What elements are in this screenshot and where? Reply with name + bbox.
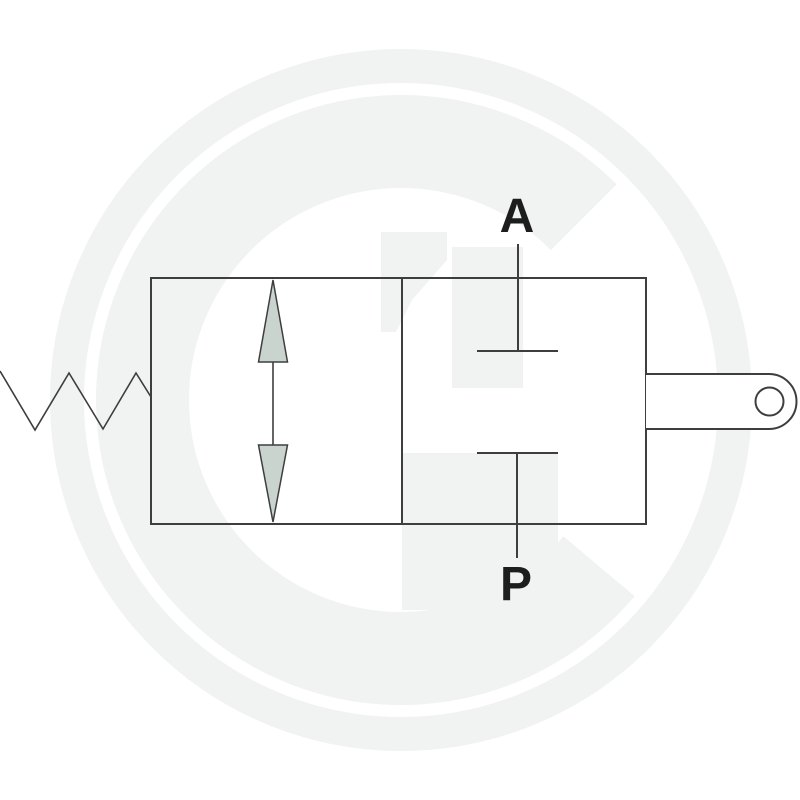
arrow-down-head-icon (257, 444, 289, 523)
port-p-label: P (500, 558, 532, 611)
actuator (646, 373, 798, 430)
port-a-label: A (500, 190, 535, 243)
actuator-rod (646, 373, 798, 430)
arrow-up-head-icon (257, 279, 289, 363)
watermark-g-lower-bar-icon (402, 453, 558, 610)
watermark-g-upper-bar-icon (452, 247, 523, 388)
watermark-g-arc-icon (96, 95, 635, 705)
flow-arrow (257, 279, 289, 523)
watermark-g-notch-icon (381, 232, 447, 332)
spring-return-icon (0, 370, 152, 432)
blocked-ports (477, 244, 558, 558)
actuator-ring-hole-icon (754, 386, 785, 417)
